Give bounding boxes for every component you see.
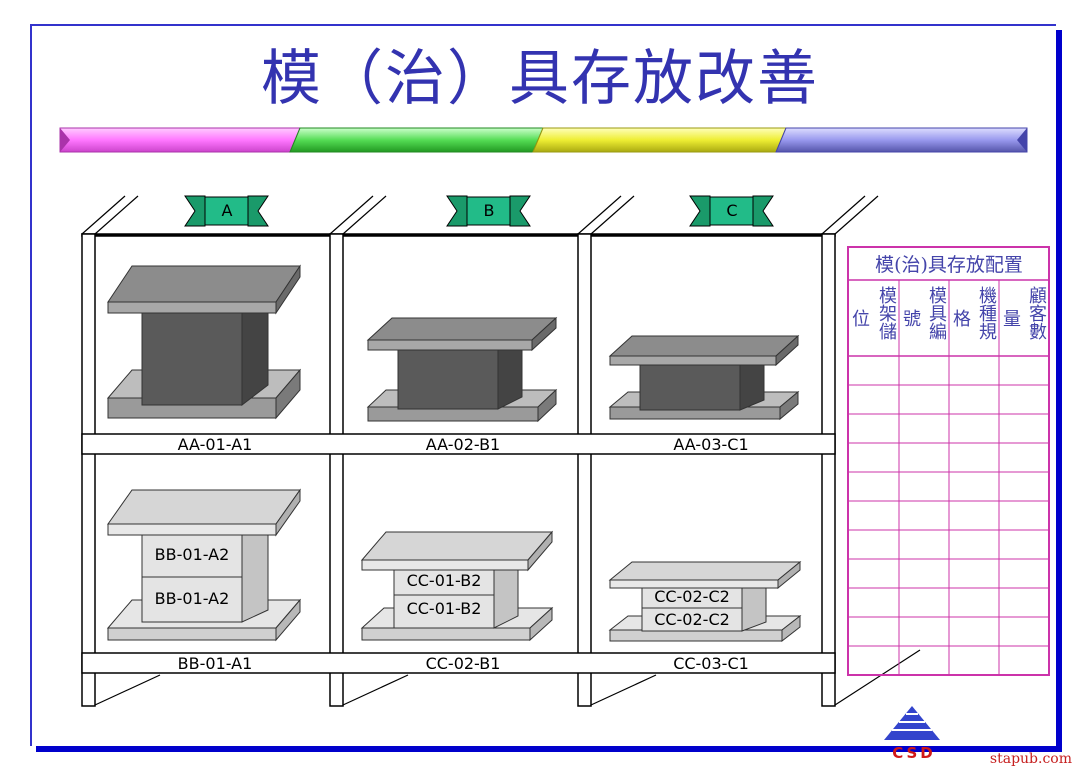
box-label: CC-02-C2: [654, 610, 730, 629]
die-set-bb-01: [106, 488, 302, 642]
tag-b: [446, 195, 531, 227]
table-title: 模(治)具存放配置: [875, 254, 1023, 276]
color-bar: [59, 127, 1028, 153]
shelf-label: AA-02-B1: [425, 435, 501, 454]
die-set-cc-02: [608, 560, 802, 643]
box-label: CC-02-C2: [654, 587, 730, 606]
die-set-aa-01: [106, 264, 302, 420]
config-table: [847, 246, 1050, 676]
table-header: 顧客數: [1026, 286, 1047, 340]
table-header: 號: [903, 309, 921, 330]
csd-logo: [884, 706, 940, 740]
table-header: 格: [953, 309, 971, 330]
table-header: 量: [1003, 309, 1021, 330]
shelf-label: AA-01-A1: [177, 435, 253, 454]
shelf-label: BB-01-A1: [177, 654, 253, 673]
tag-a: [184, 195, 269, 227]
shelf-frame: [81, 233, 836, 707]
tag-c-label: C: [726, 201, 738, 220]
shelf-perspective: [81, 195, 921, 706]
tag-c: [689, 195, 774, 227]
box-label: CC-01-B2: [406, 571, 482, 590]
die-set-aa-03: [608, 334, 800, 421]
footer-watermark: stapub.com: [989, 751, 1072, 767]
shelf-label: CC-02-B1: [425, 654, 501, 673]
box-label: CC-01-B2: [406, 599, 482, 618]
csd-logo-text: CSD: [892, 744, 936, 762]
die-set-aa-02: [366, 316, 558, 423]
table-header: 位: [852, 309, 870, 330]
tag-a-label: A: [221, 201, 233, 220]
box-label: BB-01-A2: [154, 589, 230, 608]
die-set-cc-01: [360, 530, 554, 642]
table-header: 模架儲: [876, 286, 897, 340]
shelf-label: AA-03-C1: [673, 435, 749, 454]
table-header: 機種規: [976, 286, 997, 340]
page-title: 模（治）具存放改善: [261, 44, 819, 114]
table-header: 模具編: [926, 286, 947, 340]
shelf-label: CC-03-C1: [673, 654, 749, 673]
tag-b-label: B: [483, 201, 495, 220]
box-label: BB-01-A2: [154, 545, 230, 564]
